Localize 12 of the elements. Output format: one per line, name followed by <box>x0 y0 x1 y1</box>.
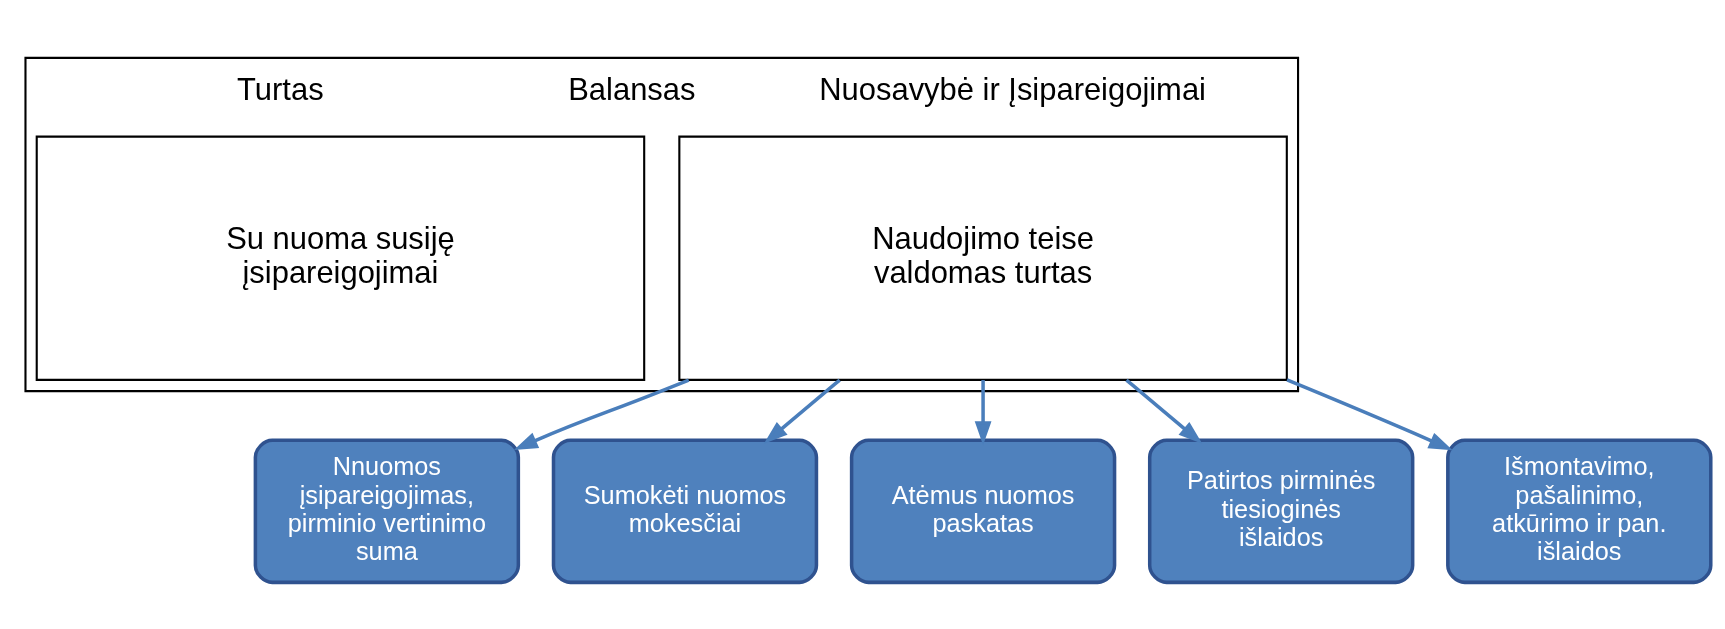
arrow <box>513 378 690 450</box>
node-box: Sumokėti nuomos mokesčiai <box>551 438 819 585</box>
arrow <box>974 380 992 446</box>
node-box: Atėmus nuomos paskatas <box>849 438 1117 585</box>
node-box: Naudojimo teise valdomas turtas <box>678 135 1288 381</box>
node-box: Nnuomos įsipareigojimas, pirminio vertinimo suma <box>253 438 521 585</box>
arrow <box>1125 378 1203 444</box>
node-box: Su nuoma susiję įsipareigojimai <box>35 135 646 381</box>
node-box: Patirtos pirminės tiesioginės išlaidos <box>1147 438 1415 585</box>
arrow <box>763 378 841 444</box>
arrow <box>1286 378 1453 451</box>
node-box: Išmontavimo, pašalinimo, atkūrimo ir pan. išlaidos <box>1446 438 1713 585</box>
